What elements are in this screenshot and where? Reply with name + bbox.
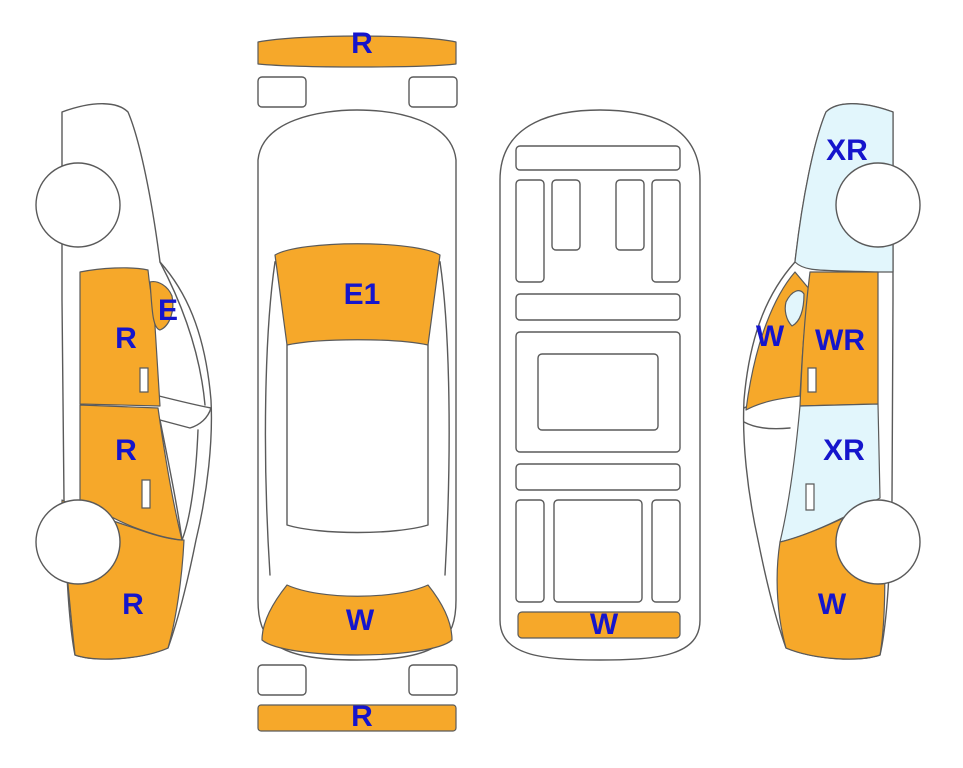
rear-bumper-label: R	[351, 700, 373, 733]
left-front-door-mirror-label: E	[158, 294, 178, 327]
left-front-wheel	[35, 162, 121, 248]
right-front-fender-label: XR	[826, 134, 868, 167]
front-left-light	[257, 76, 307, 108]
front-bumper-label: R	[351, 27, 373, 60]
right-rear-quarter-label: W	[818, 588, 847, 621]
front-bumper[interactable]	[257, 35, 457, 68]
left-rear-door-label: R	[115, 434, 137, 467]
rear-panel[interactable]	[517, 611, 681, 639]
right-front-wheel	[835, 162, 921, 248]
trunk-label: W	[346, 604, 375, 637]
left-front-door-mirror[interactable]	[149, 281, 174, 331]
right-front-pillar-label: W	[756, 320, 785, 353]
left-rear-quarter-label: R	[122, 588, 144, 621]
left-front-door-label: R	[115, 322, 137, 355]
right-rear-door-label: XR	[823, 434, 865, 467]
left-side-view: E R R R	[35, 103, 213, 660]
front-right-light	[408, 76, 458, 108]
underbody-view: W	[499, 109, 701, 661]
right-rear-wheel	[835, 499, 921, 585]
right-front-door-label: WR	[815, 324, 865, 357]
rear-bumper[interactable]	[257, 704, 457, 732]
rear-left-light	[257, 664, 307, 696]
rear-panel-label: W	[590, 608, 619, 641]
underbody-outline	[499, 109, 701, 661]
hood[interactable]	[274, 243, 441, 346]
right-front-pillar-window	[784, 290, 805, 327]
hood-label: E1	[344, 278, 381, 311]
right-side-view: XR W WR XR W	[742, 103, 921, 660]
left-rear-wheel	[35, 499, 121, 585]
top-body-outline	[257, 109, 457, 661]
rear-right-light	[408, 664, 458, 696]
top-view: R E1 W R	[257, 27, 458, 733]
trunk[interactable]	[261, 584, 453, 656]
